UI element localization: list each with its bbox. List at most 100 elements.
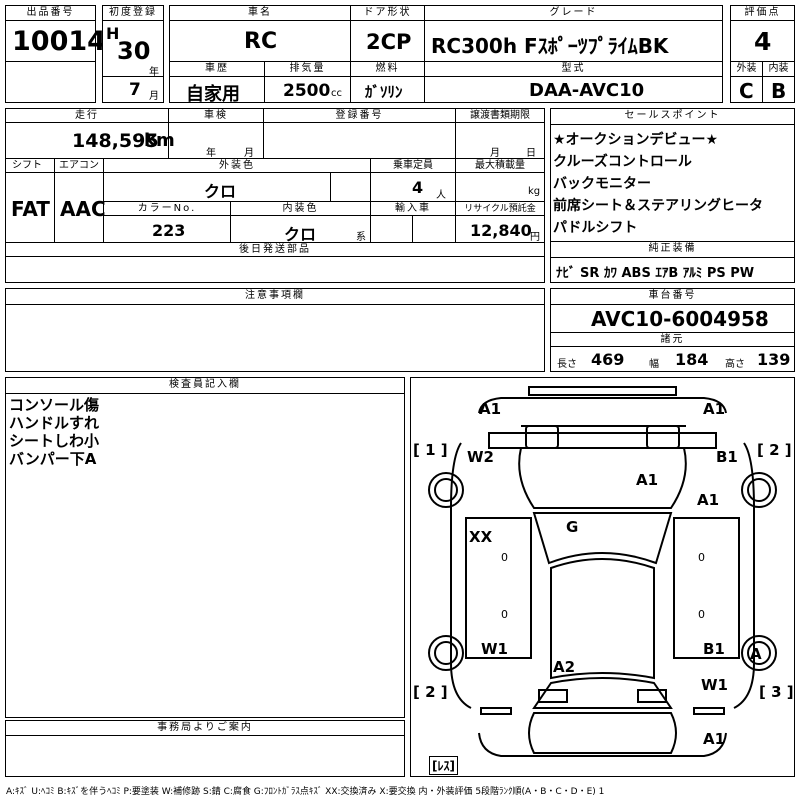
rear-window [532, 677, 673, 709]
max-load-header: 最大積載量 [455, 158, 545, 173]
damage-mark: A [750, 645, 762, 663]
legend: A:ｷｽﾞ U:ﾍｺﾐ B:ｷｽﾞを伴うﾍｺﾐ P:要塗装 W:補修跡 S:錆 … [6, 787, 605, 797]
ext-color-header: 外装色 [103, 158, 371, 173]
exterior-grade-box: C [730, 76, 763, 103]
int-color-unit: 系 [356, 232, 366, 243]
damage-mark: B1 [716, 448, 738, 466]
damage-mark: W2 [467, 448, 494, 466]
lot-number-blank [5, 61, 96, 103]
chassis-header: 車台番号 [550, 288, 795, 305]
exterior-grade: C [739, 79, 754, 103]
wheel-rear-left-hub [434, 641, 458, 665]
first-reg-box: H 30 年 [102, 20, 164, 78]
genuine-equip-box: ﾅﾋﾞ SR ｶﾜ ABS ｴｱB ｱﾙﾐ PS PW [550, 257, 795, 283]
recycle: 12,840 [470, 221, 532, 240]
aircon-header: エアコン [54, 158, 104, 173]
mileage-header: 走行 [5, 108, 169, 123]
model-code-box: DAA-AVC10 [424, 76, 723, 103]
history-box: 自家用 [169, 76, 265, 105]
notes-header: 注意事項欄 [5, 288, 545, 305]
door-box: 2CP [350, 20, 425, 62]
equipment-item: ﾅﾋﾞ [556, 266, 576, 281]
windshield [532, 512, 673, 565]
first-reg-year: 30 [117, 37, 151, 65]
first-reg-header: 初度登録 [102, 5, 164, 21]
specs-box: 長さ 469 幅 184 高さ 139 [550, 346, 795, 372]
month-unit: 月 [149, 91, 159, 102]
car-diagram: [ 1 ] [ 2 ] [ 2 ] [ 3 ] [ﾚｽ] A1 A1 W2 B1… [410, 377, 795, 777]
headlight-left [525, 425, 559, 449]
grade: RC300h FｽﾎﾟｰﾂﾌﾟﾗｲﾑBK [431, 34, 669, 58]
length-label: 長さ [557, 359, 577, 370]
left-door-panel [465, 517, 532, 659]
sales-point-header: セールスポイント [550, 108, 795, 125]
history-header: 車歴 [169, 61, 265, 77]
equipment-item: SR [580, 266, 600, 281]
inspector-note: ハンドルすれ [9, 414, 100, 432]
roof [550, 558, 655, 680]
fuel: ｶﾞｿﾘﾝ [365, 83, 403, 101]
front-top-panel [488, 432, 717, 449]
exterior-header: 外装 [730, 61, 763, 77]
first-reg-month-box: 7 月 [102, 76, 164, 103]
damage-mark: W1 [481, 640, 508, 658]
door-header: ドア形状 [350, 5, 425, 21]
capacity: 4 [412, 178, 424, 197]
sales-point-item: バックモニター [553, 176, 651, 192]
displacement: 2500 [283, 81, 331, 101]
inspector-note: シートしわ小 [9, 432, 100, 450]
height-label: 高さ [725, 359, 745, 370]
mileage: 148,595 [72, 130, 159, 152]
rear-marker-right [693, 707, 725, 715]
lot-number: 10014 [12, 26, 106, 57]
chassis-box: AVC10-6004958 [550, 304, 795, 333]
taillight-right [637, 689, 667, 703]
wheel-rear-right-hub [747, 641, 771, 665]
car-name-box: RC [169, 20, 351, 62]
damage-mark: A1 [697, 491, 720, 509]
damage-mark: B1 [703, 640, 725, 658]
score-box: 4 [730, 20, 795, 62]
era: H [106, 24, 120, 43]
inspector-note: コンソール傷 [9, 396, 100, 414]
car-name: RC [244, 29, 278, 54]
car-name-header: 車名 [169, 5, 351, 21]
damage-mark: A1 [703, 730, 726, 748]
damage-mark: 0 [698, 551, 705, 564]
lot-number-box: 10014 [5, 20, 106, 62]
model-code-header: 型式 [424, 61, 723, 77]
notes-box [5, 304, 545, 372]
fuel-box: ｶﾞｿﾘﾝ [350, 76, 425, 103]
color-no-header: カラーNo. [103, 201, 231, 216]
mileage-unit: km [144, 130, 175, 151]
damage-mark: 0 [501, 608, 508, 621]
wheel-front-left [428, 472, 464, 508]
damage-mark: A2 [553, 658, 576, 676]
headlight-right [646, 425, 680, 449]
recycle-unit: 円 [530, 232, 540, 243]
hood [518, 447, 687, 509]
sales-point-item: パドルシフト [553, 220, 638, 236]
equipment-list: ﾅﾋﾞ SR ｶﾜ ABS ｴｱB ｱﾙﾐ PS PW [556, 262, 754, 281]
transfer-deadline-header: 譲渡書類期限 [455, 108, 545, 123]
aircon: AAC [60, 197, 106, 221]
damage-mark: W1 [701, 676, 728, 694]
length: 469 [591, 350, 625, 369]
damage-mark: A1 [703, 400, 726, 418]
model-code: DAA-AVC10 [529, 80, 645, 101]
int-color: クロ [284, 225, 317, 244]
later-parts-header: 後日発送部品 [5, 242, 545, 257]
inspection-header: 車検 [168, 108, 264, 123]
equipment-item: ｶﾜ [603, 266, 617, 281]
damage-mark: A1 [636, 471, 659, 489]
lot-number-header: 出品番号 [5, 5, 96, 21]
inspection-year-unit: 年 [206, 148, 216, 159]
corner-label: [ 2 ] [413, 683, 448, 701]
equipment-item: ｱﾙﾐ [682, 266, 703, 281]
sales-point-box: ★オークションデビュー★ クルーズコントロール バックモニター 前席シート＆ステ… [550, 124, 795, 242]
equipment-item: ｴｱB [655, 266, 679, 281]
damage-mark: 0 [698, 608, 705, 621]
wheel-front-right [741, 472, 777, 508]
damage-mark: A1 [479, 400, 502, 418]
width-label: 幅 [649, 359, 659, 370]
